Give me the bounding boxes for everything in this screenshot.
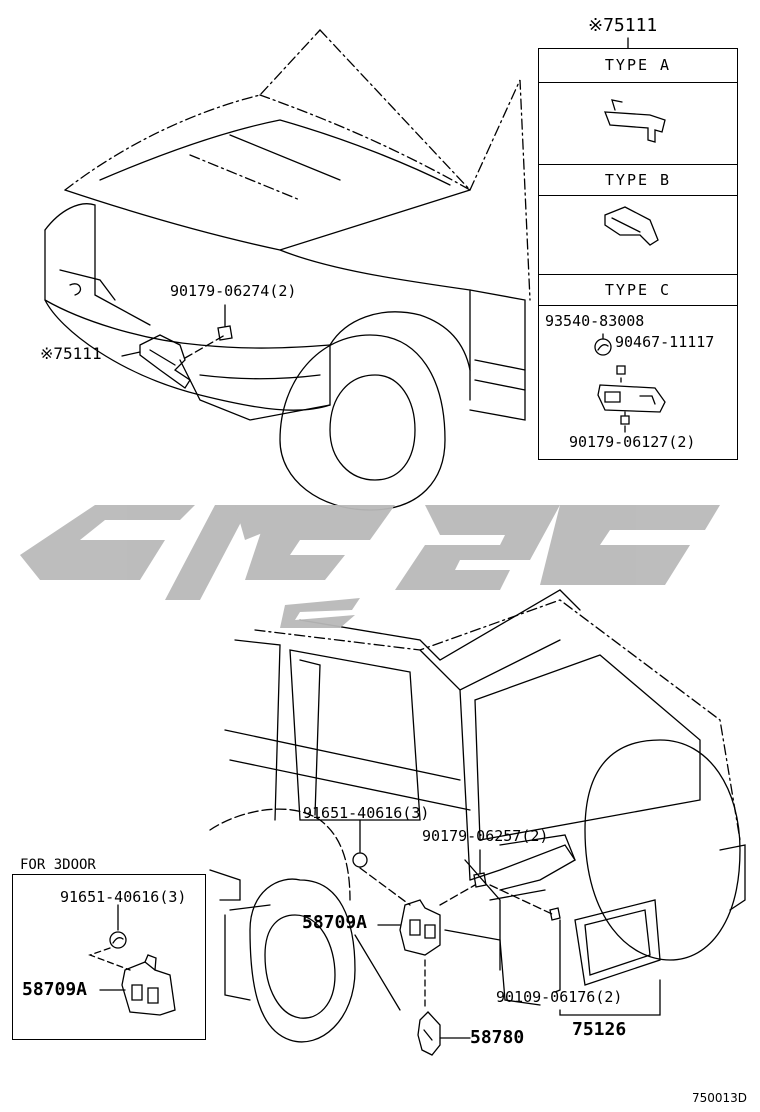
label-75111-left: ※75111: [40, 344, 102, 363]
license-plate-panel-75126: [574, 899, 661, 986]
label-90179-06274: 90179-06274(2): [170, 282, 297, 300]
diagram-code: 750013D: [692, 1091, 748, 1105]
label-75111-top: ※75111: [588, 15, 658, 36]
part-58780: [417, 1011, 441, 1056]
three-door-box: [12, 874, 206, 1040]
label-90179-06257: 90179-06257(2): [422, 827, 549, 845]
rear-vehicle-outline: [209, 589, 746, 1043]
label-90179-06127: 90179-06127(2): [569, 433, 696, 451]
dash-bracket-clip: [184, 334, 226, 359]
label-58780: 58780: [470, 1027, 525, 1048]
label-58709A-rear: 58709A: [302, 912, 368, 933]
front-vehicle-outline: [44, 29, 531, 511]
type-box-graphics: [594, 37, 666, 433]
label-90467-11117: 90467-11117: [615, 333, 715, 351]
label-58709A-3door: 58709A: [22, 979, 88, 1000]
type-b-row: TYPE B: [539, 164, 737, 196]
label-91651-40616-3door: 91651-40616(3): [60, 888, 187, 906]
clips-rear: [352, 852, 561, 921]
type-a-row: TYPE A: [539, 49, 737, 83]
type-c-row: TYPE C: [539, 274, 737, 306]
label-75126: 75126: [572, 1019, 627, 1040]
bracket-75111-front: [139, 334, 191, 389]
three-door-box-graphics: [88, 904, 176, 1016]
label-93540-83008: 93540-83008: [545, 312, 645, 330]
three-door-title: FOR 3DOOR: [20, 857, 96, 873]
watermark-logo: [20, 505, 720, 628]
type-box: TYPE A TYPE B TYPE C: [538, 48, 738, 460]
leader-75111-left: [121, 351, 141, 357]
clip-90179-06274: [217, 325, 233, 341]
bracket-58709A-rear: [399, 899, 441, 956]
label-91651-40616-rear: 91651-40616(3): [303, 804, 430, 822]
label-90109-06176: 90109-06176(2): [496, 988, 623, 1006]
